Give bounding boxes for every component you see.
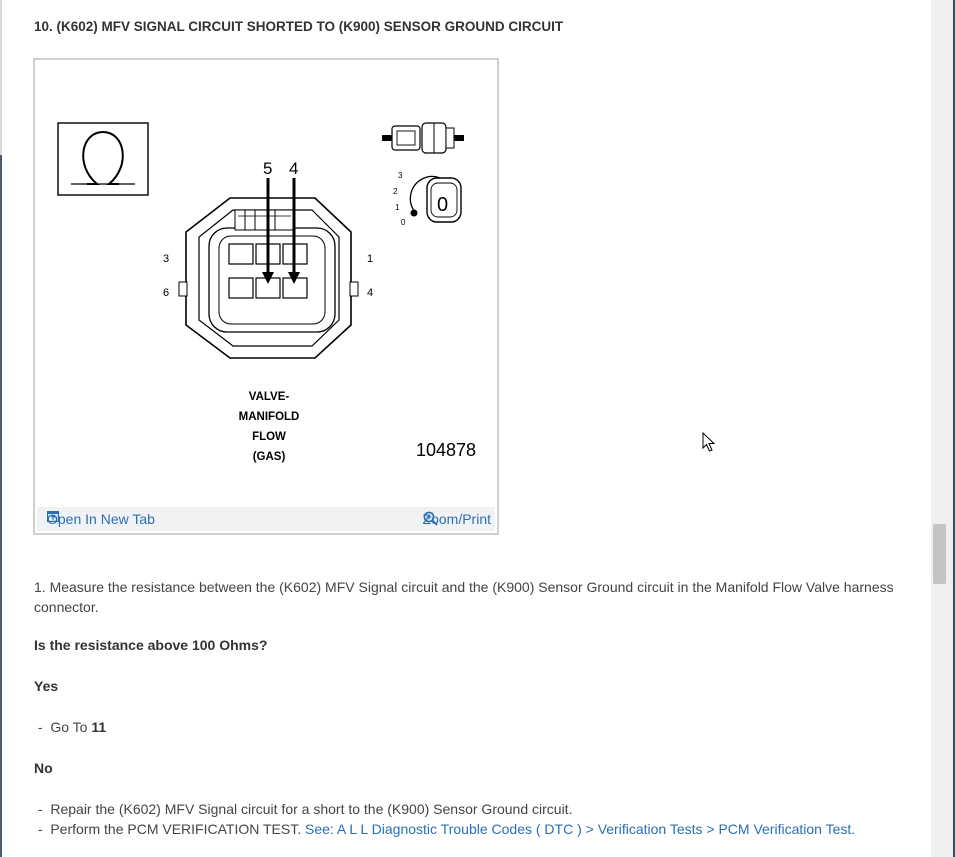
wiring-figure: 5 4 3 6 1 4 0 3 (33, 58, 499, 535)
step-heading: 10. (K602) MFV SIGNAL CIRCUIT SHORTED TO… (34, 19, 564, 34)
figure-number: 104878 (416, 440, 476, 460)
component-label-line-1: VALVE- (249, 391, 290, 403)
bullet-dash: - (34, 719, 51, 735)
no-action-repair-text: Repair the (K602) MFV Signal circuit for… (50, 801, 573, 817)
no-action-verification: - Perform the PCM VERIFICATION TEST. See… (34, 821, 855, 837)
ignition-key-icon: 0 3 2 1 0 (393, 171, 462, 227)
figure-toolbar: Open In New Tab Zoom/Print (37, 507, 495, 531)
window-left-edge-shadow (0, 155, 2, 857)
mouse-cursor-icon (702, 432, 716, 452)
probe-arrows (262, 178, 300, 284)
component-label-line-2: MANIFOLD (239, 411, 300, 423)
document-content: 10. (K602) MFV SIGNAL CIRCUIT SHORTED TO… (33, 19, 894, 837)
scrollbar-thumb[interactable] (933, 524, 946, 584)
open-in-new-tab-button[interactable]: Open In New Tab (47, 511, 155, 527)
no-action-verification-text: Perform the PCM VERIFICATION TEST. (50, 821, 302, 837)
yes-action-step: 11 (91, 719, 107, 735)
pcm-verification-test-link[interactable]: See: A L L Diagnostic Trouble Codes ( DT… (304, 821, 856, 837)
no-heading: No (34, 760, 53, 776)
decision-question: Is the resistance above 100 Ohms? (34, 637, 268, 653)
pin-label-right-top: 1 (367, 253, 373, 265)
probe-a-pin-label: 5 (263, 159, 272, 178)
pin-label-right-bottom: 4 (367, 287, 373, 299)
pin-label-left-top: 3 (163, 253, 169, 265)
open-tab-icon (47, 511, 59, 522)
yes-action-prefix: Go To (50, 719, 88, 735)
vertical-scrollbar[interactable] (931, 0, 953, 857)
disconnect-connector-icon (382, 122, 464, 154)
key-state-label: 0 (437, 194, 448, 216)
zoom-print-label: Zoom/Print (422, 511, 491, 527)
yes-heading: Yes (34, 678, 59, 694)
probe-b-pin-label: 4 (289, 159, 298, 178)
ohm-icon (57, 122, 149, 196)
measure-instruction: 1. Measure the resistance between the (K… (34, 579, 894, 615)
open-in-new-tab-label: Open In New Tab (47, 511, 155, 527)
component-label: VALVE- MANIFOLD FLOW (GAS) (239, 391, 300, 463)
key-position-2: 2 (393, 187, 398, 196)
zoom-print-button[interactable]: Zoom/Print (423, 511, 491, 527)
window-right-edge (953, 0, 955, 857)
component-label-line-3: FLOW (252, 431, 286, 443)
yes-action: - Go To 11 (34, 719, 106, 735)
key-position-0: 0 (401, 218, 406, 227)
bullet-dash: - (34, 801, 51, 817)
bullet-dash: - (34, 821, 51, 837)
zoom-icon (423, 511, 438, 526)
no-action-repair: - Repair the (K602) MFV Signal circuit f… (34, 801, 573, 817)
connector-diagram: 5 4 3 6 1 4 0 3 (57, 122, 476, 463)
key-position-3: 3 (398, 171, 403, 180)
pin-label-left-bottom: 6 (163, 287, 169, 299)
key-position-1: 1 (395, 203, 400, 212)
component-label-line-4: (GAS) (253, 451, 286, 463)
